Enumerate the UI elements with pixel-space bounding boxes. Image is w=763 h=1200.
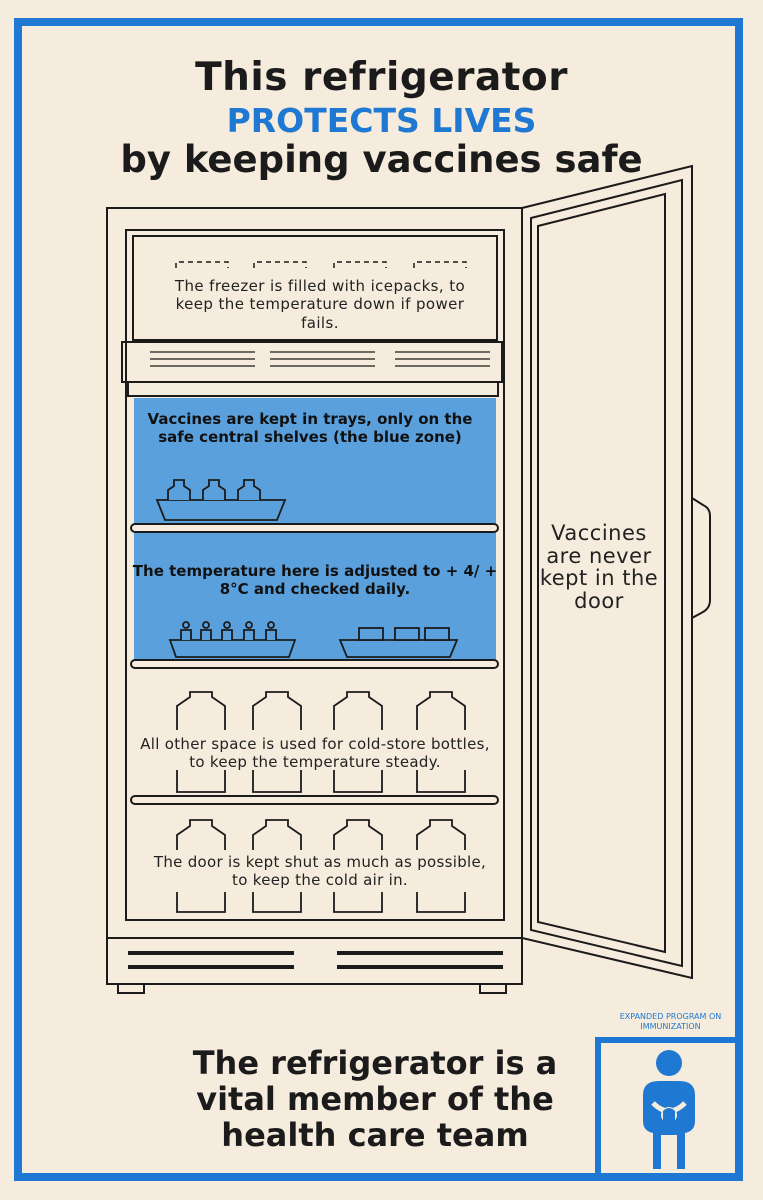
title-line-2: PROTECTS LIVES [226,101,537,140]
shelf-2 [130,659,499,669]
cold-store-bottle-icon [252,819,302,850]
door-outer [521,164,693,980]
cold-store-bottle-icon [333,691,383,730]
cold-store-bottles-row-2 [176,819,466,913]
door-inner-2 [537,192,666,954]
cold-store-bottle-base [252,770,302,793]
title-line-1: This refrigerator [195,55,568,100]
foot-right [479,983,507,994]
blue-frame-border [14,18,743,1181]
vaccine-tray-1 [155,479,287,521]
base-vents [128,951,503,969]
cold-store-bottle-icon [416,819,466,850]
cold-store-bottle-base [333,770,383,793]
freezer-text: The freezer is filled with icepacks, to … [174,277,466,332]
cold-store-text: All other space is used for cold-store b… [140,735,490,772]
tray-icon [168,639,297,658]
cold-store-bottle-base [333,892,383,913]
immunization-logo [595,1037,743,1181]
vaccine-tray-2 [168,621,297,658]
door-handle [691,497,711,619]
door-inner-1 [530,178,683,968]
cold-store-bottle-base [252,892,302,913]
freezer-compartment [132,235,498,341]
cold-store-bottle-icon [176,819,226,850]
shelf-1 [130,523,499,533]
vaccine-tray-3 [338,627,459,658]
foot-left [117,983,145,994]
vaccine-vial-icon [237,479,261,500]
cold-store-bottles-row-1 [176,691,466,793]
immunization-logo-icon [643,1050,695,1169]
freezer-lip-bottom [127,381,499,397]
fridge-door [521,164,711,980]
freezer-vents [150,351,490,367]
title-line-3: by keeping vaccines safe [120,138,643,181]
logo-caption: EXPANDED PROGRAM ON IMMUNIZATION [619,1012,722,1031]
base-plinth [106,937,523,985]
vaccine-vial-icon [202,479,226,500]
cold-store-bottle-base [416,892,466,913]
temperature-text: The temperature here is adjusted to + 4/… [132,562,498,599]
vaccine-jar-icon [358,627,384,641]
cold-store-bottle-base [416,770,466,793]
footer-text: The refrigerator is a vital member of th… [192,1044,558,1155]
vaccine-jar-icon [394,627,420,641]
fridge-interior [125,229,505,921]
vaccine-vial-icon [167,479,191,500]
ampoule-tip [223,621,231,629]
door-text: Vaccines are never kept in the door [539,521,659,614]
cold-store-bottle-icon [333,819,383,850]
vaccine-jar-icon [424,627,450,641]
cold-store-bottle-icon [252,691,302,730]
cold-store-bottle-icon [176,691,226,730]
tray-icon [338,639,459,658]
ampoule-icon [180,629,192,640]
ampoule-tip [202,621,210,629]
tray-icon [155,499,287,521]
ampoule-icon [221,629,233,640]
ampoule-icon [200,629,212,640]
fridge-base [106,937,523,994]
ampoule-icon [243,629,255,640]
blue-zone-text: Vaccines are kept in trays, only on the … [147,410,473,447]
shelves [130,523,499,805]
cold-store-bottle-icon [416,691,466,730]
shelf-3 [130,795,499,805]
ampoule-tip [245,621,253,629]
icepacks [175,261,467,268]
ampoule-icon [265,629,277,640]
cold-store-bottle-base [176,892,226,913]
cold-store-bottle-base [176,770,226,793]
ampoule-tip [267,621,275,629]
freezer-lip [121,341,503,383]
door-shut-text: The door is kept shut as much as possibl… [153,853,487,890]
ampoule-tip [182,621,190,629]
